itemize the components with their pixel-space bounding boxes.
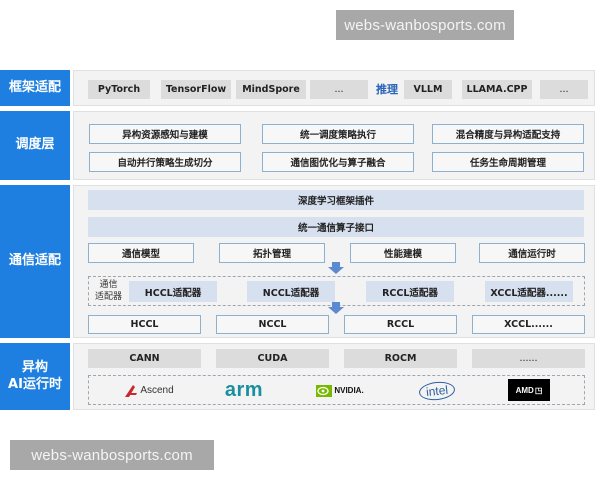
ascend-icon bbox=[125, 384, 138, 397]
framework-plugin-band: 深度学习框架插件 bbox=[88, 190, 584, 210]
framework-layer-panel: PyTorch TensorFlow MindSpore ... 推理 VLLM… bbox=[73, 70, 595, 106]
communication-layer-panel: 深度学习框架插件 统一通信算子接口 通信模型 拓扑管理 性能建模 通信运行时 通… bbox=[73, 185, 595, 338]
scheduling-item: 任务生命周期管理 bbox=[432, 152, 584, 172]
adapter-group-label: 通信 适配器 bbox=[95, 280, 123, 302]
framework-pytorch: PyTorch bbox=[88, 80, 150, 99]
comm-module: 拓扑管理 bbox=[219, 243, 325, 263]
hardware-vendor-group: Ascend arm NVIDIA. intel AMD◳ bbox=[88, 375, 585, 405]
scheduling-layer-label: 调度层 bbox=[0, 111, 70, 180]
communication-layer-label: 通信适配 bbox=[0, 185, 70, 338]
scheduling-item: 统一调度策略执行 bbox=[262, 124, 414, 144]
framework-layer-title: 框架适配 bbox=[8, 79, 61, 95]
nvidia-logo: NVIDIA. bbox=[315, 380, 365, 401]
amd-logo: AMD◳ bbox=[508, 379, 550, 401]
ascend-logo: Ascend bbox=[119, 380, 179, 401]
comm-library: XCCL...... bbox=[472, 315, 585, 334]
runtime-item: ...... bbox=[472, 349, 585, 368]
framework-more: ... bbox=[310, 80, 368, 99]
adapter-item: XCCL适配器...... bbox=[485, 281, 573, 302]
inference-label: 推理 bbox=[376, 83, 398, 96]
nvidia-eye-icon bbox=[316, 384, 333, 397]
scheduling-item: 通信图优化与算子融合 bbox=[262, 152, 414, 172]
framework-inference-more: ... bbox=[540, 80, 588, 99]
runtime-layer-title-line2: AI运行时 bbox=[8, 376, 62, 392]
runtime-layer-title-line1: 异构 bbox=[21, 360, 48, 376]
scheduling-layer-title: 调度层 bbox=[15, 137, 55, 153]
adapter-item: RCCL适配器 bbox=[366, 281, 454, 302]
comm-module: 通信模型 bbox=[88, 243, 194, 263]
comm-library: RCCL bbox=[344, 315, 457, 334]
down-arrow-icon bbox=[328, 262, 344, 274]
runtime-layer-panel: CANN CUDA ROCM ...... Ascend arm NVIDIA.… bbox=[73, 343, 595, 410]
unified-comm-interface-band: 统一通信算子接口 bbox=[88, 217, 584, 237]
intel-logo: intel bbox=[417, 379, 457, 402]
comm-module: 性能建模 bbox=[350, 243, 456, 263]
runtime-item: CANN bbox=[88, 349, 201, 368]
framework-vllm: VLLM bbox=[404, 80, 452, 99]
communication-layer-title: 通信适配 bbox=[8, 253, 61, 269]
adapter-item: HCCL适配器 bbox=[129, 281, 217, 302]
framework-layer-label: 框架适配 bbox=[0, 70, 70, 106]
scheduling-item: 混合精度与异构适配支持 bbox=[432, 124, 584, 144]
arm-logo: arm bbox=[224, 378, 264, 401]
comm-library: HCCL bbox=[88, 315, 201, 334]
comm-library: NCCL bbox=[216, 315, 329, 334]
runtime-layer-label: 异构 AI运行时 bbox=[0, 343, 70, 410]
scheduling-item: 自动并行策略生成切分 bbox=[89, 152, 241, 172]
framework-tensorflow: TensorFlow bbox=[161, 80, 231, 99]
adapter-item: NCCL适配器 bbox=[247, 281, 335, 302]
scheduling-item: 异构资源感知与建模 bbox=[89, 124, 241, 144]
framework-mindspore: MindSpore bbox=[236, 80, 306, 99]
watermark-top: webs-wanbosports.com bbox=[336, 10, 514, 40]
framework-llama-cpp: LLAMA.CPP bbox=[462, 80, 532, 99]
runtime-item: CUDA bbox=[216, 349, 329, 368]
scheduling-layer-panel: 异构资源感知与建模 统一调度策略执行 混合精度与异构适配支持 自动并行策略生成切… bbox=[73, 111, 595, 180]
watermark-bottom: webs-wanbosports.com bbox=[10, 440, 214, 470]
down-arrow-icon bbox=[328, 302, 344, 314]
runtime-item: ROCM bbox=[344, 349, 457, 368]
comm-module: 通信运行时 bbox=[479, 243, 585, 263]
